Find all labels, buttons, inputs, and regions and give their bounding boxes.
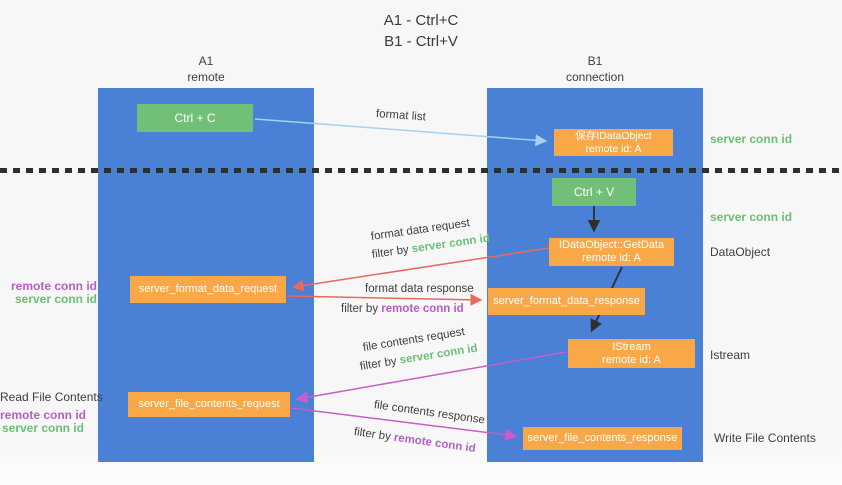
node-file-response-label: server_file_contents_response [527,432,678,444]
arrow-format-data-response [286,293,483,306]
node-istream-line1: IStream [612,340,651,353]
node-getdata-line1: IDataObject::GetData [558,239,665,251]
node-server-file-contents-response: server_file_contents_response [523,427,682,450]
label-dataobject: DataObject [710,245,771,259]
node-save-dataobject: 保存IDataObject remote id: A [554,129,673,156]
diagram-title: A1 - Ctrl+C B1 - Ctrl+V [0,10,842,52]
node-istream: IStream remote id: A [568,339,695,368]
title-line-1: A1 - Ctrl+C [383,12,459,29]
arrow-format-data-request [291,247,550,292]
label-server-conn-id-right-mid: server conn id [710,210,793,224]
node-format-response-label: server_format_data_response [493,295,640,307]
flow-label-format-data-response: format data response [365,283,474,295]
node-server-file-contents-request: server_file_contents_request [128,392,290,417]
arrow-file-contents-response [290,407,518,441]
label-istream: Istream [710,348,751,362]
node-server-format-data-request: server_format_data_request [130,276,286,303]
label-remote-conn-id-left-top: remote conn id [10,279,97,293]
node-ctrl-v-label: Ctrl + V [573,185,615,199]
label-server-conn-id-left-top: server conn id [14,292,97,306]
column-header-a1: A1 remote [98,54,314,85]
node-idataobject-getdata: IDataObject::GetData remote id: A [549,238,674,266]
flow-label-format-response-filter: filter by remote conn id [341,303,464,315]
node-istream-line2: remote id: A [602,353,661,366]
label-server-conn-id-right-top: server conn id [710,132,793,146]
label-read-file-contents: Read File Contents [0,390,103,404]
node-ctrl-c: Ctrl + C [137,104,253,132]
node-save-dataobject-line2: remote id: A [585,142,642,155]
node-file-request-label: server_file_contents_request [138,398,280,410]
node-ctrl-v: Ctrl + V [552,178,636,206]
filter-prefix: filter by [341,303,379,315]
node-server-format-data-response: server_format_data_response [488,288,645,315]
filter-key-remote-conn-id: remote conn id [381,303,464,315]
node-format-request-label: server_format_data_request [138,283,278,295]
title-line-2: B1 - Ctrl+V [384,33,458,50]
column-b1-name: B1 [587,54,603,68]
arrow-file-contents-request [295,351,567,404]
node-ctrl-c-label: Ctrl + C [174,111,216,125]
arrow-format-list [254,118,548,147]
column-a1-name: A1 [198,54,214,68]
label-server-conn-id-left-bottom: server conn id [1,421,84,435]
column-b1-subtitle: connection [565,69,625,84]
dashed-divider [0,168,842,173]
label-remote-conn-id-left-bottom: remote conn id [0,408,87,422]
node-save-dataobject-line1: 保存IDataObject [575,129,652,142]
column-header-b1: B1 connection [487,54,703,85]
label-write-file-contents: Write File Contents [714,431,816,445]
node-getdata-line2: remote id: A [582,252,641,264]
column-a1-subtitle: remote [187,69,225,84]
